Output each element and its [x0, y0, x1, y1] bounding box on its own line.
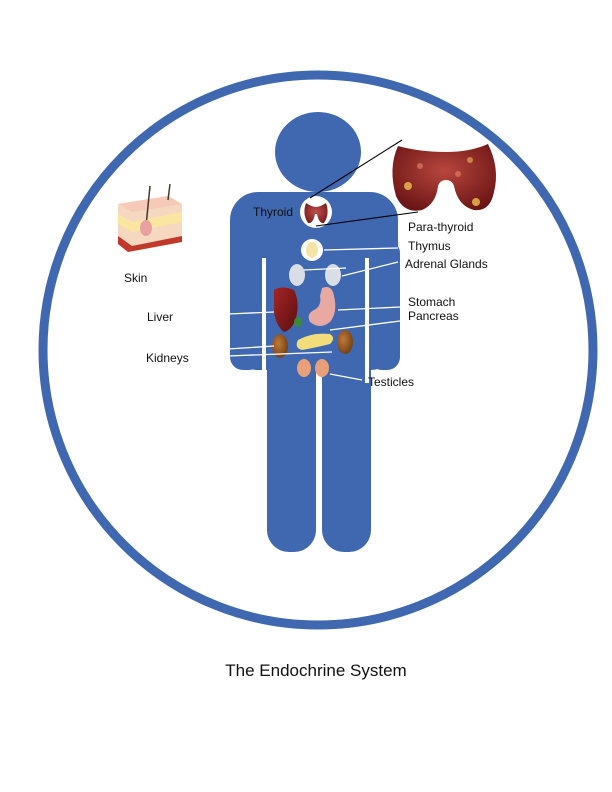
figure-left-arm	[230, 240, 262, 370]
gallbladder	[294, 317, 302, 327]
outer-ring	[38, 70, 598, 630]
label-para-thyroid: Para-thyroid	[408, 220, 473, 234]
thyroid-closeup	[392, 144, 496, 211]
label-adrenal-glands: Adrenal Glands	[405, 257, 488, 271]
figure-left-leg	[267, 330, 316, 552]
label-liver: Liver	[147, 310, 173, 324]
figure-right-leg	[322, 330, 371, 552]
adrenal-left	[289, 264, 305, 286]
label-skin: Skin	[124, 271, 147, 285]
kidney-right	[337, 330, 353, 354]
label-thymus: Thymus	[408, 239, 451, 253]
skin-closeup	[118, 183, 182, 252]
label-kidneys: Kidneys	[146, 351, 189, 365]
callout-lines	[309, 139, 419, 227]
testicle-left	[297, 359, 311, 377]
human-figure	[230, 112, 400, 552]
label-testicles: Testicles	[368, 375, 414, 389]
label-pancreas: Pancreas	[408, 309, 459, 323]
leader-lines	[227, 247, 401, 381]
label-thyroid: Thyroid	[253, 205, 293, 219]
pancreas-organ	[296, 333, 333, 350]
figure-right-arm	[369, 240, 400, 370]
figure-torso	[230, 192, 398, 370]
diagram-caption: The Endochrine System	[225, 661, 406, 680]
figure-head	[275, 112, 361, 192]
liver-organ	[274, 287, 298, 332]
label-stomach: Stomach	[408, 295, 455, 309]
adrenal-right	[325, 264, 341, 286]
thyroid-organ	[304, 203, 328, 224]
stomach-organ	[308, 287, 336, 326]
kidney-left	[272, 334, 288, 358]
testicle-right	[315, 359, 329, 377]
thymus-organ	[306, 242, 318, 258]
